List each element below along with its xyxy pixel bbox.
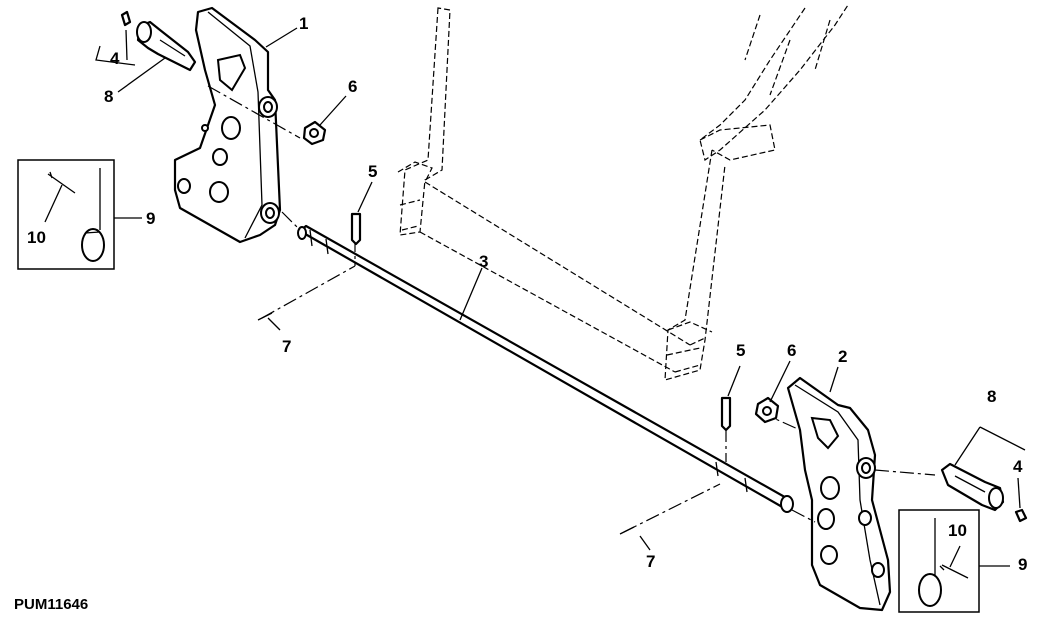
right-mounting-bracket	[786, 376, 892, 612]
loader-frame-ghost	[397, 4, 849, 381]
inset-box-left	[17, 159, 115, 270]
callout-6-right: 6	[787, 341, 796, 360]
callout-3: 3	[479, 252, 488, 271]
inset-box-right	[898, 509, 980, 613]
figure-code: PUM11646	[14, 596, 88, 613]
callout-4-left: 4	[110, 49, 120, 68]
right-pivot-pin	[940, 462, 1028, 523]
callout-5-right: 5	[736, 341, 745, 360]
callout-6-left: 6	[348, 77, 357, 96]
cross-tube	[297, 224, 794, 513]
assembly-centerlines	[207, 85, 936, 533]
left-mounting-bracket	[173, 6, 282, 244]
nuts	[302, 120, 780, 424]
callout-8-left: 8	[104, 87, 113, 106]
left-pivot-pin	[120, 10, 197, 72]
callout-4-right: 4	[1013, 457, 1023, 476]
callout-1: 1	[299, 14, 308, 33]
callout-8-right: 8	[987, 387, 996, 406]
callout-7-right: 7	[646, 552, 655, 571]
callout-7-left: 7	[282, 337, 291, 356]
callout-9-left: 9	[146, 209, 155, 228]
callout-2: 2	[838, 347, 847, 366]
callout-10-left: 10	[27, 228, 46, 247]
callout-10-right: 10	[948, 521, 967, 540]
bolts	[350, 212, 732, 432]
callout-5-left: 5	[368, 162, 377, 181]
callout-labels: 1 4 8 6 5 3 7 9 10 2 6 5 8 4 10 9 7	[27, 14, 1027, 574]
cotter-pins	[257, 312, 635, 535]
leader-lines	[44, 27, 1026, 568]
callout-9-right: 9	[1018, 555, 1027, 574]
